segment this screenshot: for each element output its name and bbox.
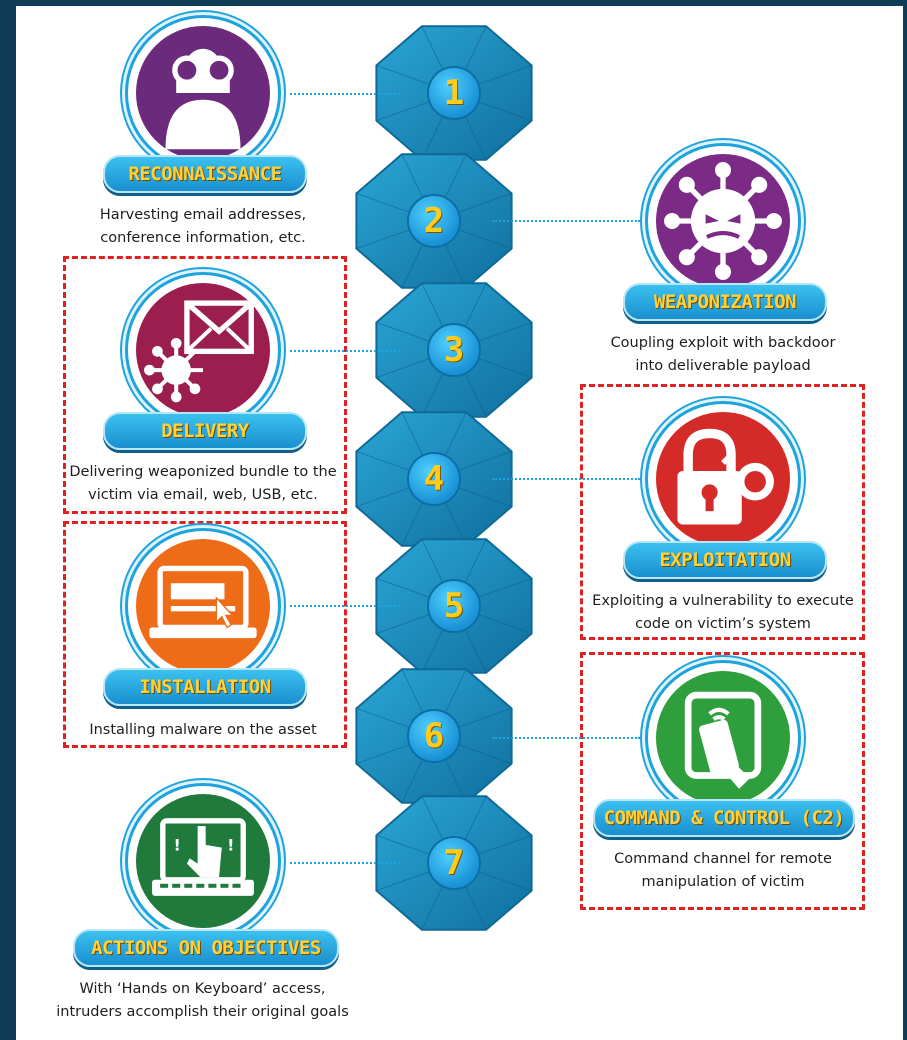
delivery-banner: DELIVERY (103, 412, 307, 450)
installation-badge (128, 531, 278, 681)
command-control-badge (648, 663, 798, 813)
right-frame-bar (903, 0, 907, 1040)
connector-5 (290, 605, 400, 607)
command-control-title: COMMAND & CONTROL (C2) (603, 807, 845, 829)
command-control-description: Command channel for remote manipulation … (573, 848, 873, 894)
highlight-box-installation (63, 521, 347, 748)
reconnaissance-badge (128, 18, 278, 168)
reconnaissance-title: RECONNAISSANCE (128, 163, 282, 185)
reconnaissance-description: Harvesting email addresses, conference i… (53, 204, 353, 250)
delivery-badge (128, 275, 278, 425)
connector-4 (492, 478, 640, 480)
svg-text:!: ! (227, 835, 234, 854)
weaponization-banner: WEAPONIZATION (623, 283, 827, 321)
actions-objectives-banner: ACTIONS ON OBJECTIVES (73, 929, 339, 967)
step-number-6: 6 (409, 711, 459, 761)
reconnaissance-desc-line-1: Harvesting email addresses, (99, 207, 307, 223)
broken-lock-icon (677, 428, 774, 525)
virus-icon (664, 162, 782, 280)
highlight-box-exploitation (580, 384, 865, 640)
install-screen-icon (149, 565, 257, 639)
remote-control-icon (684, 691, 762, 789)
connector-3 (290, 350, 400, 352)
step-number-7: 7 (429, 838, 479, 888)
step-number-3: 3 (429, 325, 479, 375)
binoculars-icon (165, 48, 241, 150)
weaponization-description: Coupling exploit with backdoor into deli… (573, 332, 873, 378)
weaponization-title: WEAPONIZATION (653, 291, 797, 313)
svg-text:!: ! (174, 835, 181, 854)
left-frame-bar (0, 0, 16, 1040)
command-control-banner: COMMAND & CONTROL (C2) (593, 799, 855, 837)
step-number-1: 1 (429, 68, 479, 118)
step-number-4: 4 (409, 454, 459, 504)
exploitation-banner: EXPLOITATION (623, 541, 827, 579)
installation-banner: INSTALLATION (103, 668, 307, 706)
delivery-title: DELIVERY (161, 420, 249, 442)
delivery-description: Delivering weaponized bundle to the vict… (53, 461, 353, 507)
reconnaissance-desc-line-2: conference information, etc. (100, 230, 306, 246)
connector-7 (290, 862, 400, 864)
actions-objectives-desc-line-2: intruders accomplish their original goal… (56, 1004, 349, 1020)
infected-email-icon (144, 300, 254, 403)
weaponization-desc-line-2: into deliverable payload (635, 358, 811, 374)
command-control-desc-line-2: manipulation of victim (641, 874, 805, 890)
installation-description: Installing malware on the asset (53, 719, 353, 742)
connector-1 (290, 93, 400, 95)
hand-on-keyboard-icon: ! ! (152, 818, 254, 896)
exploitation-desc-line-1: Exploiting a vulnerability to execute (592, 593, 854, 609)
installation-desc-line-1: Installing malware on the asset (89, 722, 317, 738)
highlight-box-command-control (580, 652, 865, 910)
weaponization-desc-line-1: Coupling exploit with backdoor (610, 335, 836, 351)
step-number-2: 2 (409, 196, 459, 246)
exploitation-badge (648, 404, 798, 554)
actions-objectives-description: With ‘Hands on Keyboard’ access, intrude… (30, 978, 375, 1024)
exploitation-desc-line-2: code on victim’s system (635, 616, 811, 632)
weaponization-badge (648, 146, 798, 296)
actions-objectives-badge: ! ! (128, 786, 278, 936)
exploitation-title: EXPLOITATION (659, 549, 791, 571)
connector-2 (492, 220, 640, 222)
reconnaissance-banner: RECONNAISSANCE (103, 155, 307, 193)
step-number-5: 5 (429, 581, 479, 631)
installation-title: INSTALLATION (139, 676, 271, 698)
highlight-box-delivery (63, 256, 347, 514)
command-control-desc-line-1: Command channel for remote (614, 851, 832, 867)
actions-objectives-desc-line-1: With ‘Hands on Keyboard’ access, (79, 981, 326, 997)
delivery-desc-line-1: Delivering weaponized bundle to the (69, 464, 337, 480)
exploitation-description: Exploiting a vulnerability to execute co… (573, 590, 873, 636)
delivery-desc-line-2: victim via email, web, USB, etc. (88, 487, 318, 503)
top-frame (0, 0, 907, 6)
actions-objectives-title: ACTIONS ON OBJECTIVES (91, 937, 321, 959)
connector-6 (492, 737, 640, 739)
